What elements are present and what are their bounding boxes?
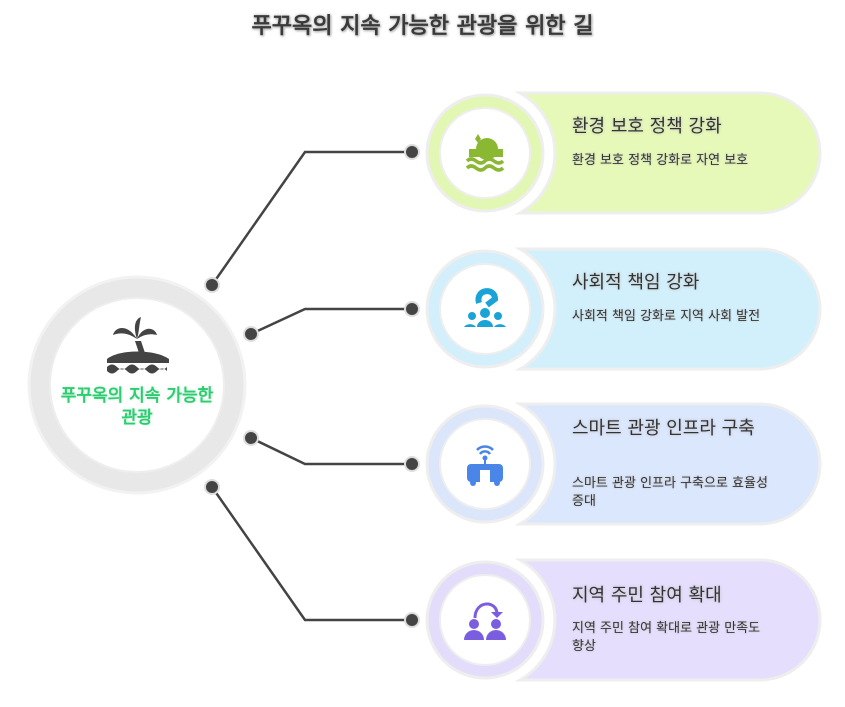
page-title: 푸꾸옥의 지속 가능한 관광을 위한 길 [251,14,594,39]
item-inner [439,574,531,666]
item-pill [514,247,822,371]
sunset-waves-icon [465,134,505,172]
connector-dot [404,456,420,472]
item-4 [425,558,822,682]
item-title: 사회적 책임 강화 [572,272,700,293]
connector-dot [204,479,220,495]
center-inner [49,297,225,473]
connector-2 [250,307,412,336]
connector-dot [404,612,420,628]
item-desc: 스마트 관광 인프라 구축으로 효율성 증대 [572,476,768,509]
item-3 [425,402,822,526]
item-pill [514,402,822,526]
connector-dot [404,301,420,317]
connector-dot [243,430,259,446]
item-desc: 사회적 책임 강화로 지역 사회 발전 [572,309,761,324]
item-title: 스마트 관광 인프라 구축 [572,418,755,439]
island-icon [107,317,169,374]
item-pill [514,558,822,682]
connector-dot [404,144,420,160]
people-exchange-icon [464,602,506,640]
smart-bus-icon [467,445,503,486]
item-1 [425,91,822,215]
connector-dot [243,326,259,342]
community-help-icon [464,288,506,327]
item-title: 지역 주민 참여 확대 [572,585,722,606]
item-desc: 환경 보호 정책 강화로 자연 보호 [572,153,749,168]
center-label: 푸꾸옥의 지속 가능한 관광 [60,386,214,428]
connector-1 [210,150,412,286]
item-2 [425,247,822,371]
item-pill [514,91,822,215]
connector-dot [204,277,220,293]
item-desc: 지역 주민 참여 확대로 관광 만족도 향상 [572,621,761,654]
connector-3 [250,436,412,466]
item-title: 환경 보호 정책 강화 [572,116,722,137]
connector-4 [210,486,412,622]
